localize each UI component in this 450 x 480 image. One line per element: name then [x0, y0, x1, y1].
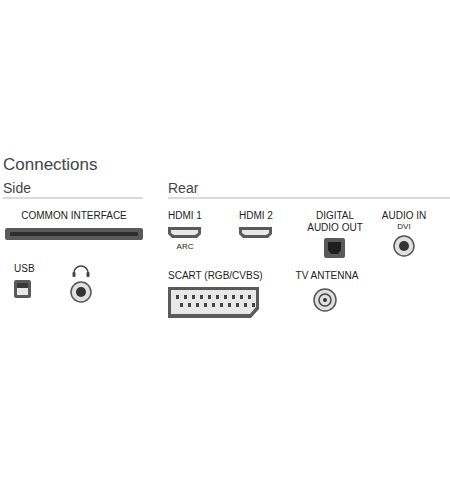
- ci-slot-opening: [10, 232, 138, 236]
- scart-pin: [236, 303, 239, 307]
- scart-pin: [208, 295, 211, 299]
- scart-pin: [232, 295, 235, 299]
- optical-port-inner: [328, 242, 341, 254]
- port-label: COMMON INTERFACE: [21, 210, 127, 222]
- audio-jack-hole: [399, 241, 409, 251]
- port-label: DIGITAL AUDIO OUT: [302, 210, 368, 234]
- scart-pin: [184, 295, 187, 299]
- usb-port-inner: [17, 283, 28, 295]
- scart-pin: [216, 295, 219, 299]
- section-heading: Rear: [168, 180, 198, 197]
- port-label: USB: [14, 263, 35, 275]
- scart-pins: [176, 295, 255, 307]
- headphone-symbol: [74, 266, 88, 273]
- usb-port: [14, 280, 31, 298]
- headphone-jack-hole: [76, 287, 86, 297]
- scart-pin: [252, 303, 255, 307]
- headphone-symbol: [73, 272, 76, 277]
- heading-rule: [3, 198, 143, 199]
- port-label: HDMI 1: [168, 210, 202, 222]
- headphone-jack: [71, 282, 91, 302]
- scart-pin: [188, 303, 191, 307]
- scart-pin: [200, 295, 203, 299]
- headphone-symbol: [87, 272, 90, 277]
- ci-slot: [5, 228, 143, 240]
- optical-port: [324, 238, 345, 258]
- port-sublabel: ARC: [177, 242, 194, 252]
- scart-pin: [212, 303, 215, 307]
- scart-pin: [204, 303, 207, 307]
- heading-rule: [168, 198, 450, 199]
- hdmi-port: [239, 227, 272, 238]
- scart-port-inner: [171, 290, 256, 314]
- scart-pin: [228, 303, 231, 307]
- usb-port-tongue: [17, 283, 28, 288]
- hdmi-port: [168, 227, 201, 238]
- port-label: HDMI 2: [239, 210, 273, 222]
- scart-pin: [176, 295, 179, 299]
- scart-port: [168, 287, 259, 318]
- hdmi-port-inner: [171, 230, 198, 235]
- antenna-socket-ring: [319, 294, 331, 306]
- scart-pin: [244, 303, 247, 307]
- scart-pin: [196, 303, 199, 307]
- scart-pin: [220, 303, 223, 307]
- scart-pin: [240, 295, 243, 299]
- antenna-socket-pin: [323, 298, 327, 302]
- port-label: TV ANTENNA: [296, 270, 359, 282]
- heading: Connections: [3, 155, 98, 175]
- scart-pin: [192, 295, 195, 299]
- audio-jack: [394, 236, 414, 256]
- scart-pin: [180, 303, 183, 307]
- hdmi-port-inner: [242, 230, 269, 235]
- port-label: AUDIO IN: [382, 210, 426, 222]
- scart-pin: [248, 295, 251, 299]
- scart-pin: [224, 295, 227, 299]
- antenna-socket: [314, 289, 336, 311]
- port-sublabel: DVI: [397, 222, 410, 232]
- section-heading: Side: [3, 180, 31, 197]
- port-label: SCART (RGB/CVBS): [168, 270, 263, 282]
